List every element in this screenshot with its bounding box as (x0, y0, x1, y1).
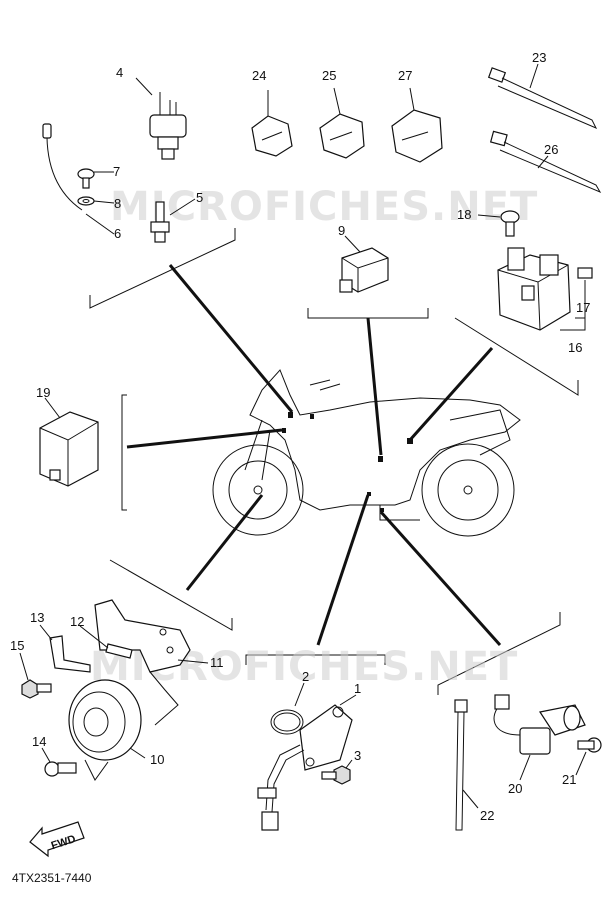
callout-21: 21 (562, 772, 576, 787)
callout-17: 17 (576, 300, 590, 315)
callout-8: 8 (114, 196, 121, 211)
motorcycle-outline (212, 369, 521, 537)
callout-19: 19 (36, 385, 50, 400)
clamp-27 (391, 87, 443, 163)
starter-relay-16 (497, 247, 593, 331)
bolt-14 (44, 761, 77, 777)
callout-5: 5 (196, 190, 203, 205)
o-ring-2 (270, 709, 304, 735)
sensor-5 (150, 201, 170, 243)
sensor-20 (493, 694, 586, 755)
bolt-18 (500, 210, 520, 237)
bolt-15 (21, 679, 52, 699)
wire-lead-6 (42, 123, 83, 211)
cable-tie-23 (487, 67, 598, 129)
clamp-24 (251, 90, 293, 157)
callout-26: 26 (544, 142, 558, 157)
connector-plug (257, 787, 279, 831)
callout-1: 1 (354, 681, 361, 696)
forward-arrow-icon: FWD (29, 821, 85, 858)
group-frames (89, 228, 579, 695)
callout-9: 9 (338, 223, 345, 238)
callout-24: 24 (252, 68, 266, 83)
screw-12 (105, 643, 133, 659)
bolt-3 (321, 765, 351, 785)
cable-tie-26 (489, 130, 602, 194)
horn-10 (68, 679, 142, 781)
callout-labels: 4 7 8 6 5 24 25 27 23 26 9 18 17 16 19 1… (10, 50, 590, 823)
screw-7 (77, 168, 95, 189)
screw-21 (577, 737, 602, 753)
leader-lines (126, 264, 502, 647)
callout-3: 3 (354, 748, 361, 763)
callout-7: 7 (113, 164, 120, 179)
diagram-code: 4TX2351-7440 (12, 871, 92, 885)
callout-16: 16 (568, 340, 582, 355)
sensor-switch-4 (149, 92, 187, 160)
callout-20: 20 (508, 781, 522, 796)
callout-4: 4 (116, 65, 123, 80)
callout-15: 15 (10, 638, 24, 653)
callout-11: 11 (210, 655, 224, 670)
callout-6: 6 (114, 226, 121, 241)
callout-25: 25 (322, 68, 336, 83)
callout-27: 27 (398, 68, 412, 83)
clamp-25 (319, 87, 365, 159)
callout-2: 2 (302, 669, 309, 684)
callout-23: 23 (532, 50, 546, 65)
control-unit-19 (39, 411, 99, 487)
sensor-1 (265, 704, 353, 813)
callout-18: 18 (457, 207, 471, 222)
relay-9 (339, 247, 389, 293)
cable-tie-22 (454, 699, 468, 831)
callout-10: 10 (150, 752, 164, 767)
bracket-13 (49, 635, 91, 673)
watermark-top: MICROFICHES.NET (110, 184, 538, 230)
callout-12: 12 (70, 614, 84, 629)
washer-8 (77, 196, 95, 206)
callout-13: 13 (30, 610, 44, 625)
callout-14: 14 (32, 734, 46, 749)
callout-22: 22 (480, 808, 494, 823)
